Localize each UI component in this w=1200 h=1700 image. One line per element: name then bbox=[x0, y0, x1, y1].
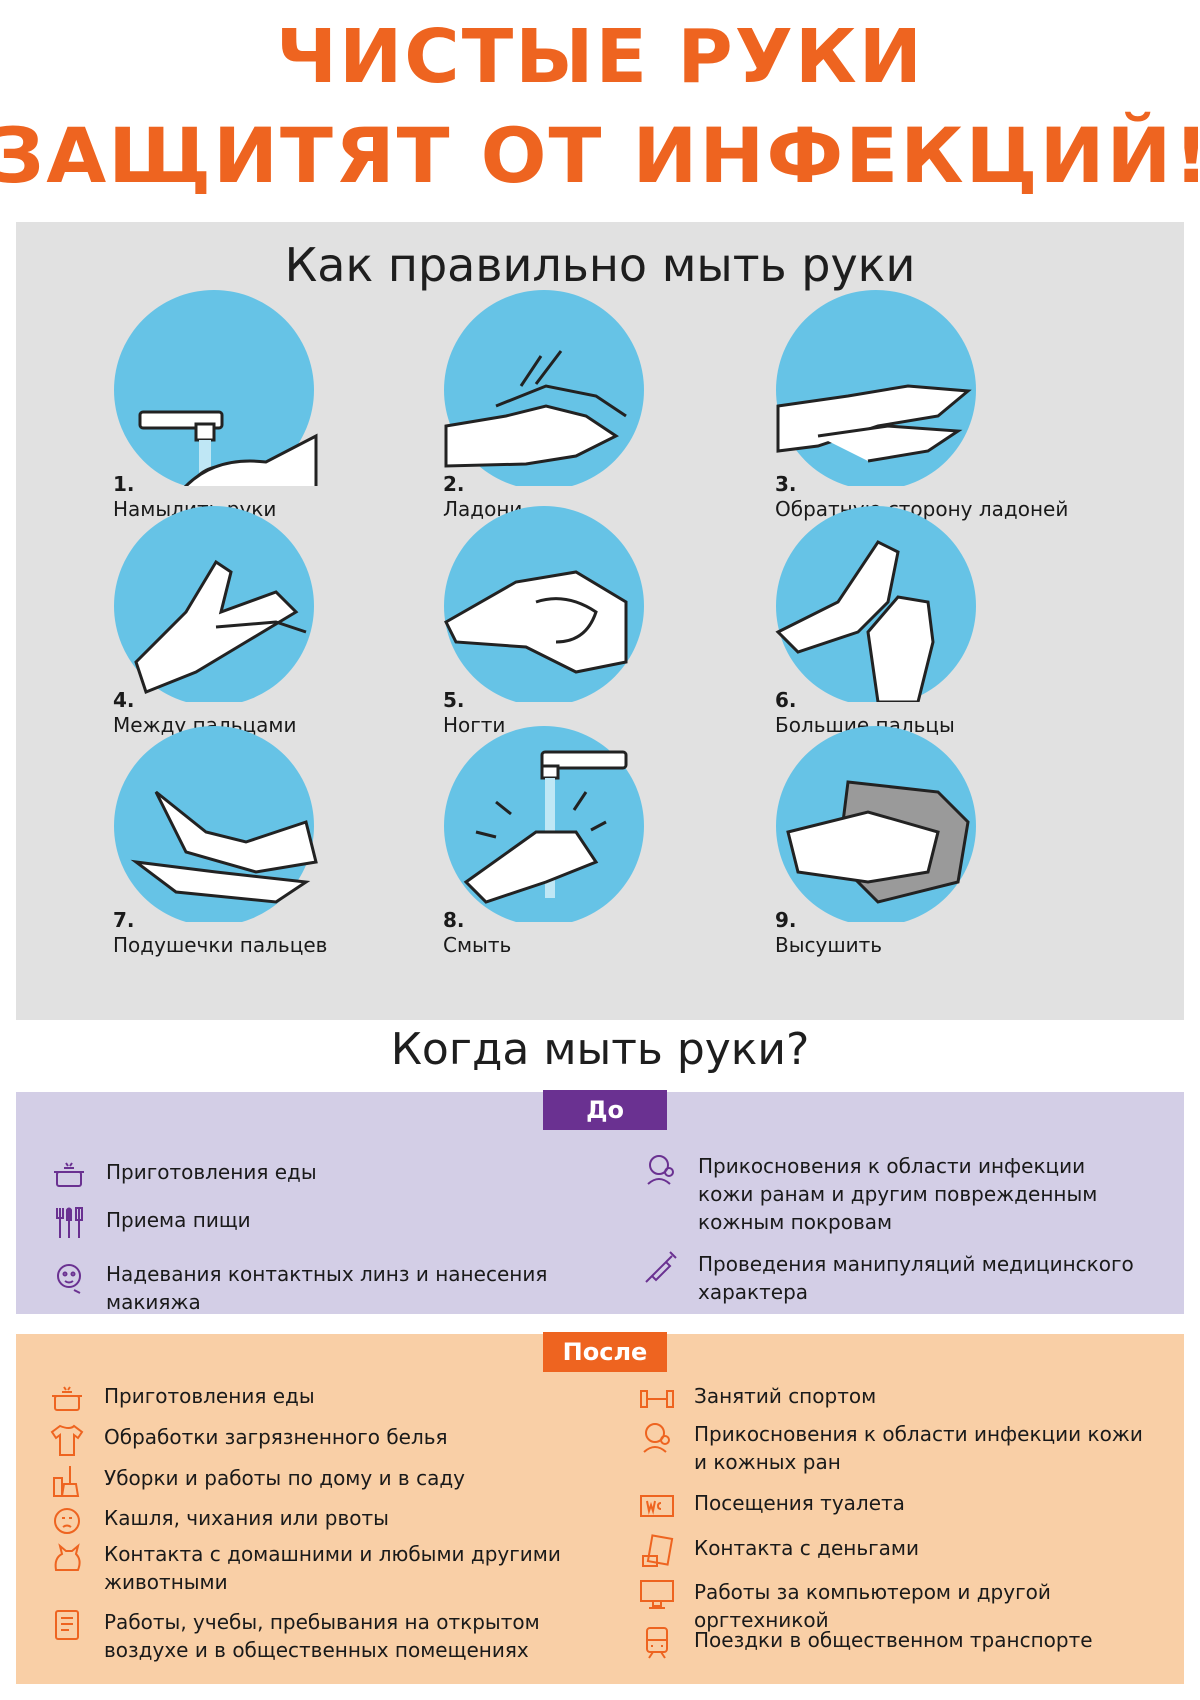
step-2: 2. Ладони bbox=[346, 286, 686, 521]
item-text: Приготовления еды bbox=[104, 1384, 315, 1408]
step-number: 8. bbox=[443, 908, 465, 932]
item-text: Работы, учебы, пребывания на открытом во… bbox=[104, 1610, 540, 1662]
item-text: Посещения туалета bbox=[694, 1491, 905, 1515]
list-item: Приготовления еды bbox=[50, 1158, 610, 1192]
dumbbell-icon bbox=[638, 1382, 676, 1416]
nails-icon bbox=[444, 506, 644, 702]
step-8: 8. Смыть bbox=[346, 722, 686, 957]
item-text: Кашля, чихания или рвоты bbox=[104, 1506, 389, 1530]
item-text: Уборки и работы по дому и в саду bbox=[104, 1466, 465, 1490]
between-fingers-icon bbox=[114, 506, 314, 702]
soap-hands-icon bbox=[114, 290, 318, 486]
step-4: 4. Между пальцами bbox=[16, 502, 356, 737]
skin-infection-icon bbox=[638, 1420, 676, 1454]
before-tag: До bbox=[543, 1090, 667, 1130]
computer-icon bbox=[638, 1578, 676, 1612]
step-number: 2. bbox=[443, 472, 465, 496]
step-9: 9. Высушить bbox=[678, 722, 1018, 957]
item-text: Прикосновения к области инфекции кожи ра… bbox=[698, 1154, 1098, 1234]
list-item: Посещения туалета bbox=[638, 1489, 1158, 1523]
rinse-icon bbox=[444, 726, 644, 922]
step-3: 3. Обратную сторону ладоней bbox=[678, 286, 1068, 521]
list-item: Приема пищи bbox=[50, 1206, 610, 1240]
step-number: 4. bbox=[113, 688, 135, 712]
list-item: Контакта с домашними и любыми другими жи… bbox=[48, 1540, 568, 1596]
item-text: Работы за компьютером и другой оргтехник… bbox=[694, 1580, 1051, 1632]
dry-towel-icon bbox=[776, 726, 976, 922]
step-number: 3. bbox=[775, 472, 797, 496]
list-item: Прикосновения к области инфекции кожи и … bbox=[638, 1420, 1158, 1476]
when-to-wash-title: Когда мыть руки? bbox=[390, 1024, 810, 1075]
train-icon bbox=[638, 1626, 676, 1660]
item-text: Занятий спортом bbox=[694, 1384, 877, 1408]
back-of-hands-icon bbox=[776, 290, 976, 486]
list-item: Проведения манипуляций медицинского хара… bbox=[642, 1250, 1142, 1306]
step-number: 9. bbox=[775, 908, 797, 932]
step-number: 7. bbox=[113, 908, 135, 932]
item-text: Проведения манипуляций медицинского хара… bbox=[698, 1252, 1134, 1304]
notebook-icon bbox=[48, 1608, 86, 1642]
step-label: Высушить bbox=[775, 933, 883, 957]
palms-icon bbox=[444, 290, 644, 486]
step-number: 6. bbox=[775, 688, 797, 712]
step-number: 5. bbox=[443, 688, 465, 712]
step-7: 7. Подушечки пальцев bbox=[16, 722, 356, 957]
pot-icon bbox=[48, 1382, 86, 1416]
step-label: Подушечки пальцев bbox=[113, 933, 328, 957]
shirt-icon bbox=[48, 1423, 86, 1457]
list-item: Контакта с деньгами bbox=[638, 1534, 1158, 1568]
pot-icon bbox=[50, 1158, 88, 1192]
item-text: Контакта с домашними и любыми другими жи… bbox=[104, 1542, 561, 1594]
money-icon bbox=[638, 1534, 676, 1568]
item-text: Контакта с деньгами bbox=[694, 1536, 919, 1560]
item-text: Прикосновения к области инфекции кожи и … bbox=[694, 1422, 1143, 1474]
how-to-wash-section: Как правильно мыть руки 1. Намылить руки… bbox=[16, 222, 1184, 1020]
face-makeup-icon bbox=[50, 1260, 88, 1294]
after-section: После Приготовления еды Обработки загряз… bbox=[16, 1332, 1184, 1684]
toilet-icon bbox=[638, 1489, 676, 1523]
list-item: Кашля, чихания или рвоты bbox=[48, 1504, 608, 1538]
item-text: Надевания контактных линз и нанесения ма… bbox=[106, 1262, 548, 1314]
title-line-1: ЧИСТЫЕ РУКИ bbox=[276, 14, 924, 100]
step-6: 6. Большие пальцы bbox=[678, 502, 1018, 737]
list-item: Обработки загрязненного белья bbox=[48, 1423, 608, 1457]
list-item: Работы, учебы, пребывания на открытом во… bbox=[48, 1608, 608, 1664]
after-tag: После bbox=[543, 1332, 667, 1372]
cutlery-icon bbox=[50, 1206, 88, 1240]
item-text: Приготовления еды bbox=[106, 1160, 317, 1184]
list-item: Уборки и работы по дому и в саду bbox=[48, 1464, 608, 1498]
item-text: Обработки загрязненного белья bbox=[104, 1425, 448, 1449]
sneeze-icon bbox=[48, 1504, 86, 1538]
title-line-2: ЗАЩИТЯТ ОТ ИНФЕКЦИЙ! bbox=[0, 111, 1200, 200]
step-label: Смыть bbox=[443, 933, 512, 957]
fingertips-icon bbox=[114, 726, 318, 922]
list-item: Занятий спортом bbox=[638, 1382, 1158, 1416]
step-label: Обратную сторону ладоней bbox=[775, 497, 1069, 521]
list-item: Поездки в общественном транспорте bbox=[638, 1626, 1158, 1660]
step-number: 1. bbox=[113, 472, 135, 496]
step-1: 1. Намылить руки bbox=[16, 286, 356, 521]
syringe-icon bbox=[642, 1250, 680, 1284]
list-item: Работы за компьютером и другой оргтехник… bbox=[638, 1578, 1178, 1634]
list-item: Прикосновения к области инфекции кожи ра… bbox=[642, 1152, 1142, 1236]
cleaning-icon bbox=[48, 1464, 86, 1498]
item-text: Приема пищи bbox=[106, 1208, 251, 1232]
before-section: До Приготовления еды Приема пищи Надеван… bbox=[16, 1090, 1184, 1316]
step-label: Ногти bbox=[443, 713, 506, 737]
skin-infection-icon bbox=[642, 1152, 680, 1186]
thumbs-icon bbox=[775, 506, 976, 702]
item-text: Поездки в общественном транспорте bbox=[694, 1628, 1093, 1652]
step-5: 5. Ногти bbox=[346, 502, 686, 737]
cat-icon bbox=[48, 1540, 86, 1574]
list-item: Приготовления еды bbox=[48, 1382, 608, 1416]
how-to-wash-title: Как правильно мыть руки bbox=[284, 238, 916, 292]
list-item: Надевания контактных линз и нанесения ма… bbox=[50, 1260, 630, 1316]
